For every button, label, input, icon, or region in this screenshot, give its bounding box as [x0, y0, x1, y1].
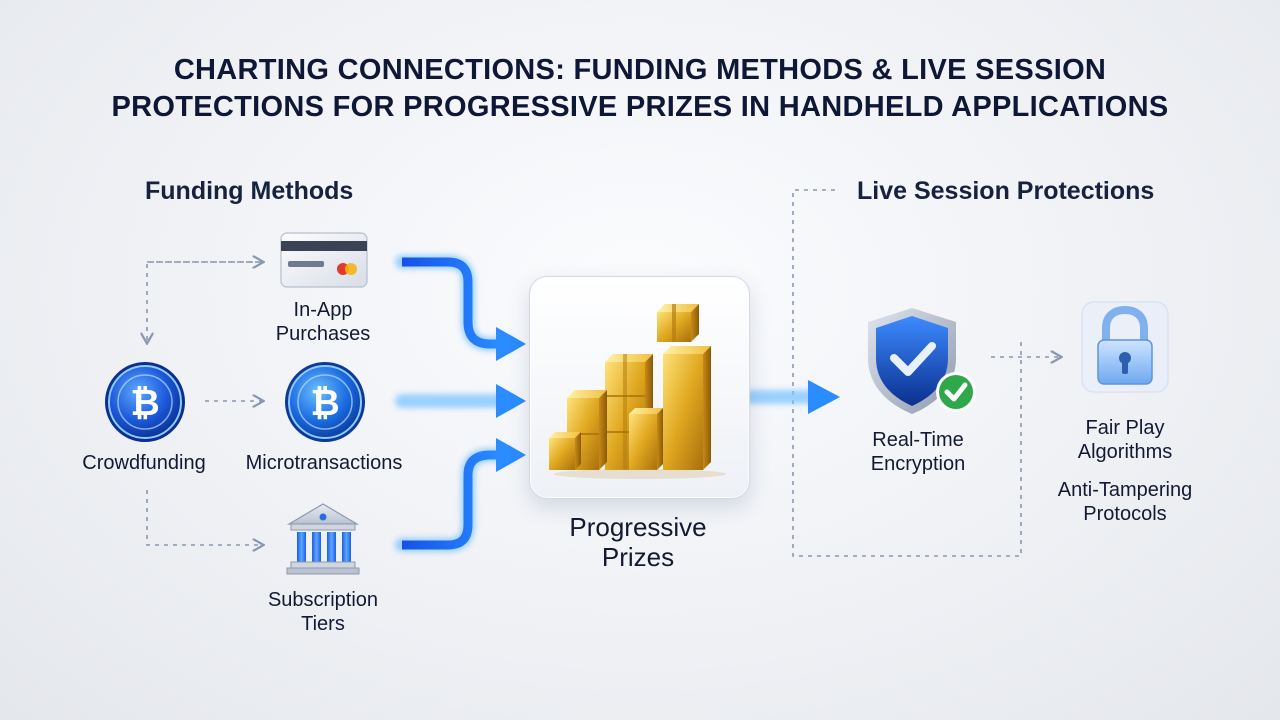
arrow-subscription-to-prizes — [402, 438, 526, 550]
bank-building-icon — [286, 503, 360, 575]
label-anti-tampering-protocols: Anti-Tampering Protocols — [1057, 479, 1193, 525]
label-in-app-purchases: In-App Purchases — [275, 299, 371, 345]
dotted-connectors-protections — [792, 189, 1060, 557]
label-fair-play-algorithms: Fair Play Algorithms — [1077, 417, 1173, 463]
label-real-time-encryption: Real-Time Encryption — [870, 429, 966, 475]
arrow-inapp-to-prizes — [402, 257, 526, 361]
title-line-2: PROTECTIONS FOR PROGRESSIVE PRIZES IN HA… — [111, 91, 1169, 123]
label-crowdfunding: Crowdfunding — [82, 452, 206, 474]
funding-methods-heading: Funding Methods — [145, 177, 354, 205]
dotted-protection-bracket — [792, 189, 1022, 557]
label-subscription-tiers: Subscription Tiers — [267, 589, 379, 635]
dotted-inapp-to-crowdfunding — [147, 261, 262, 342]
title-line-1: CHARTING CONNECTIONS: FUNDING METHODS & … — [173, 54, 1107, 86]
crowdfunding-coin-icon: ₿ — [105, 362, 185, 442]
svg-text:₿: ₿ — [310, 383, 339, 424]
diagram-title: CHARTING CONNECTIONS: FUNDING METHODS & … — [0, 52, 1280, 126]
shield-check-icon — [868, 308, 976, 414]
dotted-connectors-funding — [147, 262, 262, 545]
svg-text:₿: ₿ — [130, 383, 159, 424]
gold-boxes-icon — [549, 304, 726, 479]
padlock-icon — [1081, 301, 1169, 393]
arrow-micro-to-prizes — [402, 384, 526, 418]
dotted-crowdfunding-to-subscription — [146, 490, 262, 545]
arrow-prizes-to-encryption — [750, 380, 840, 414]
label-microtransactions: Microtransactions — [245, 452, 403, 474]
microtransactions-coin-icon: ₿ — [285, 362, 365, 442]
label-progressive-prizes: Progressive Prizes — [569, 512, 707, 572]
live-session-protections-heading: Live Session Protections — [857, 177, 1155, 205]
credit-card-icon — [280, 232, 368, 288]
